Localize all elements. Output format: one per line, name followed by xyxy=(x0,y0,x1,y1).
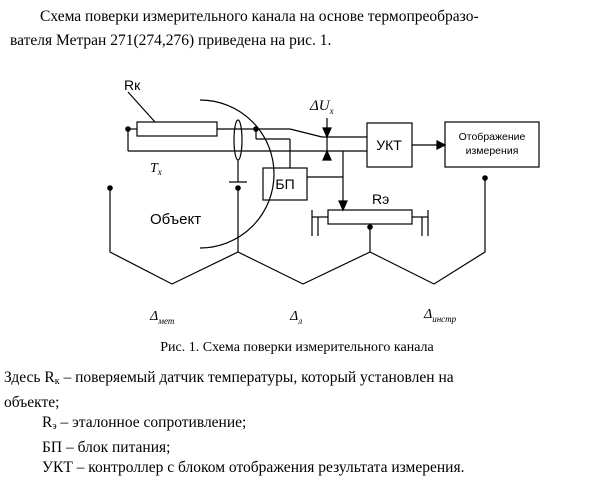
legend-rk-cont: объекте; xyxy=(4,393,60,411)
label-object: Объект xyxy=(150,211,201,228)
legend-bp: БП – блок питания; xyxy=(42,438,171,456)
figure-caption: Рис. 1. Схема поверки измерительного кан… xyxy=(160,340,434,355)
label-delta-met: Δмет xyxy=(149,309,175,326)
label-tx: Tx xyxy=(150,161,162,177)
verification-scheme-diagram: Rк Tx Объект ΔUx БП УКТ Отображение изме… xyxy=(107,77,540,326)
intro-line-1: Схема поверки измерительного канала на о… xyxy=(40,8,479,25)
block-display xyxy=(444,121,540,168)
legend-rk-text: – поверяемый датчик температуры, который… xyxy=(59,369,454,386)
legend-re-symbol: R xyxy=(42,414,53,431)
arrow-right-icon xyxy=(436,140,447,150)
intro-paragraph: Схема поверки измерительного канала на о… xyxy=(10,5,585,53)
legend-block: Здесь Rк – поверяемый датчик температуры… xyxy=(4,368,584,479)
rk-pointer-line xyxy=(127,91,156,123)
label-ukt: УКТ xyxy=(376,137,402,153)
arrow-down-icon xyxy=(322,127,332,139)
label-display-line-1: Отображение xyxy=(459,131,526,143)
bracket-met xyxy=(109,188,239,285)
legend-rk-symbol: R xyxy=(44,369,55,386)
label-display-line-2: измерения xyxy=(466,145,519,157)
legend-re-text: – эталонное сопротивление; xyxy=(56,414,247,431)
label-re: Rэ xyxy=(372,191,389,207)
legend-re: Rэ – эталонное сопротивление; xyxy=(4,413,584,438)
resistor-re xyxy=(327,209,413,225)
label-rk: Rк xyxy=(124,77,141,93)
legend-re-sub: э xyxy=(52,421,57,432)
object-boundary-arc xyxy=(199,99,275,249)
sensor-rk xyxy=(136,121,218,137)
label-delta-u: ΔUx xyxy=(309,98,334,116)
wire-segment xyxy=(289,128,323,138)
legend-rk-sub: к xyxy=(54,376,60,387)
intro-line-2: вателя Метран 271(274,276) приведена на … xyxy=(10,32,332,49)
bracket-instr xyxy=(369,178,486,285)
arrow-down-icon xyxy=(338,200,348,212)
label-bp: БП xyxy=(275,176,294,192)
legend-rk: Здесь Rк – поверяемый датчик температуры… xyxy=(4,368,584,393)
bracket-l xyxy=(237,227,371,285)
block-bp xyxy=(262,167,308,201)
arrow-up-icon xyxy=(322,149,332,161)
legend-prefix: Здесь xyxy=(4,369,45,386)
label-delta-l: Δл xyxy=(289,309,302,326)
legend-ukt: УКТ – контроллер с блоком отображения ре… xyxy=(42,459,465,476)
cable-ellipse xyxy=(233,119,243,161)
label-delta-instr: Δинстр xyxy=(423,307,457,324)
